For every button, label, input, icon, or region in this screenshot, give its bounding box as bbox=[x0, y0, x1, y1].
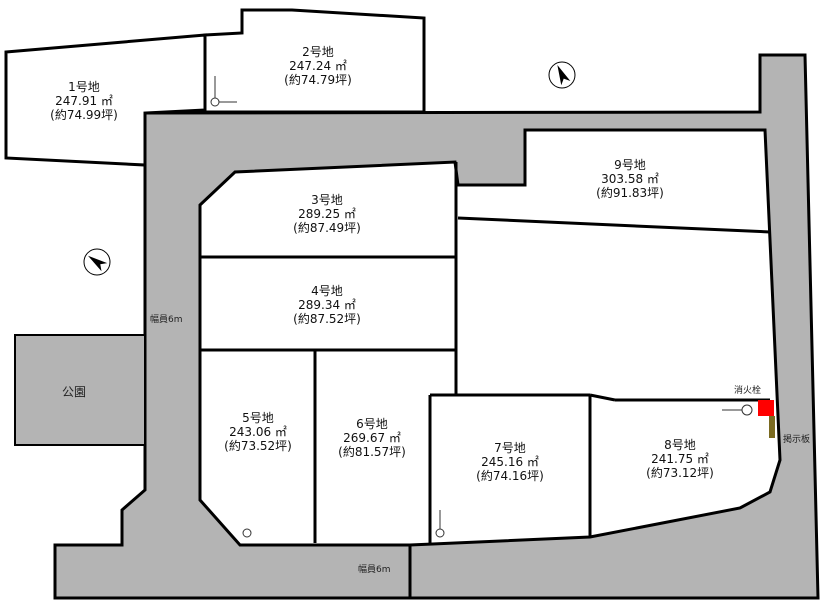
park-area bbox=[14, 334, 146, 446]
road-width-left-label: 幅員6m bbox=[150, 315, 183, 325]
north-arrow-icon bbox=[83, 248, 111, 276]
lot-lines bbox=[200, 162, 771, 598]
north-arrow-icon bbox=[548, 61, 576, 89]
park-label: 公園 bbox=[62, 385, 87, 399]
notice-board-label: 掲示板 bbox=[783, 435, 811, 445]
lot-2 bbox=[203, 8, 426, 114]
survey-markers bbox=[210, 76, 753, 538]
hydrant-label: 消火栓 bbox=[734, 386, 762, 396]
road-width-bottom-label: 幅員6m bbox=[358, 565, 391, 575]
notice-board-marker bbox=[769, 416, 775, 438]
hydrant-marker bbox=[758, 400, 774, 416]
